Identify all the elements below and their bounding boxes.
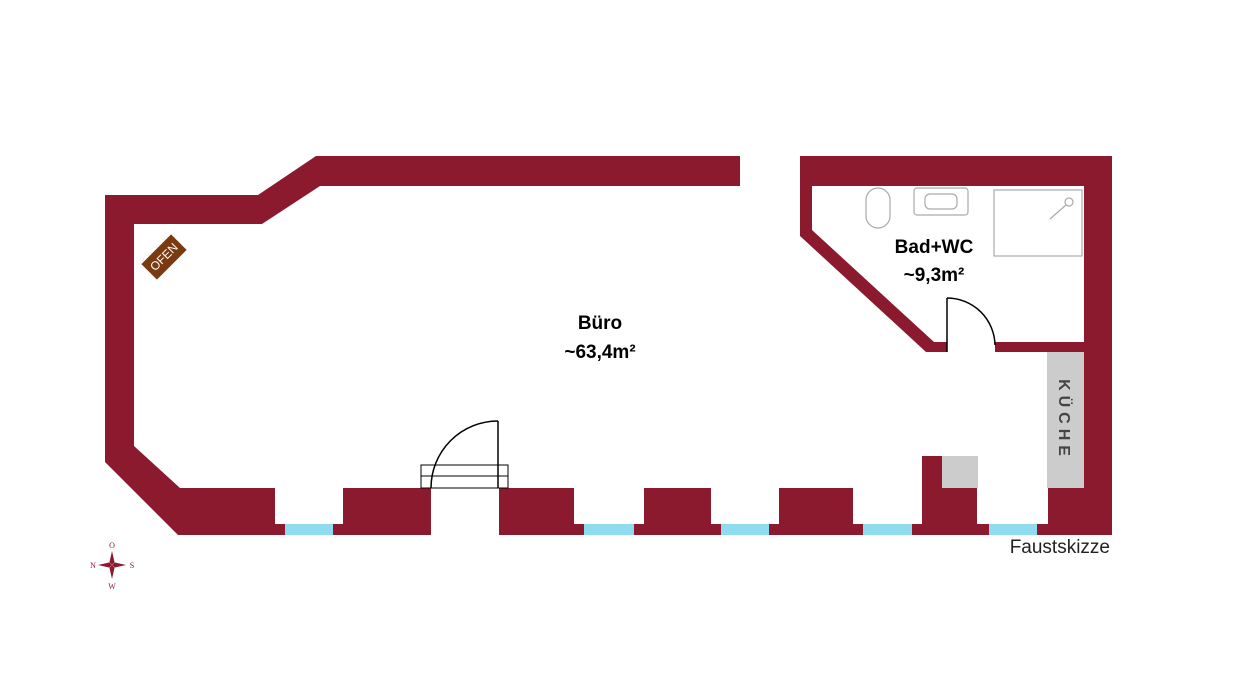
wall-pillar <box>343 488 431 535</box>
office-floor <box>134 186 1084 488</box>
kitchen-block <box>942 456 978 488</box>
compass-top: O <box>109 541 115 550</box>
entrance-door <box>420 420 509 489</box>
compass-icon: O W N S <box>90 541 134 591</box>
wall-pillar <box>779 488 853 535</box>
window <box>584 524 634 535</box>
sink-icon <box>913 187 969 216</box>
compass-right: S <box>130 561 134 570</box>
kitchen-label: KÜCHE <box>1055 379 1074 461</box>
bath-door <box>946 297 996 352</box>
office-name: Büro <box>578 313 622 334</box>
bath-area: ~9,3m² <box>904 265 965 286</box>
bath-fixtures <box>865 187 1083 257</box>
window <box>285 524 333 535</box>
sketch-note: Faustskizze <box>1010 537 1110 558</box>
toilet-icon <box>865 187 891 229</box>
window <box>863 524 912 535</box>
windows <box>285 524 1037 535</box>
window <box>989 524 1037 535</box>
wall-pillar <box>1048 488 1112 535</box>
wall-gaps <box>275 488 1048 535</box>
bottom-wall-segments <box>178 456 1112 535</box>
window <box>721 524 769 535</box>
bath-bottom-wall <box>995 342 1084 352</box>
compass-bottom: W <box>108 582 116 591</box>
wall-pillar <box>178 488 275 535</box>
office-area: ~63,4m² <box>564 342 635 363</box>
shower-icon <box>993 189 1083 257</box>
compass-left: N <box>90 561 96 570</box>
wall-pillar <box>644 488 711 535</box>
bath-name: Bad+WC <box>895 237 974 258</box>
kitchen-counter <box>1047 352 1084 488</box>
wall-pillar <box>499 488 574 535</box>
